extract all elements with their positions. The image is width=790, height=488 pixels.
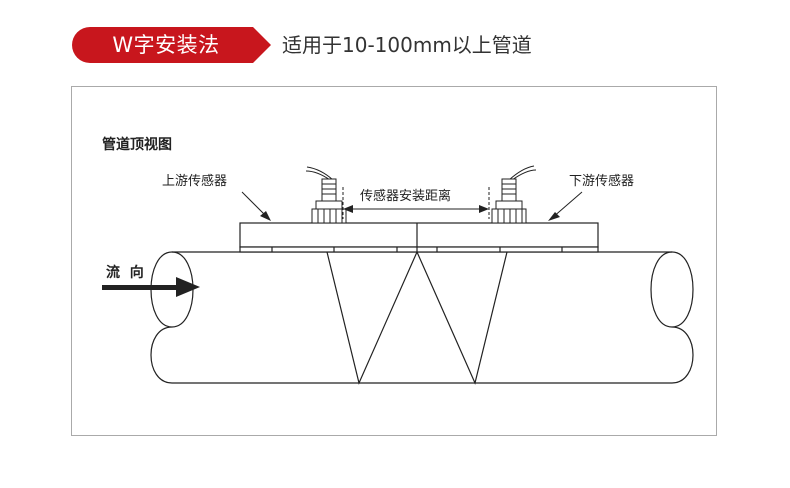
flow-arrow (102, 277, 200, 297)
upstream-sensor-label: 上游传感器 (162, 174, 228, 189)
pipe-right-end (650, 251, 673, 328)
header: W字安装法 适用于10-100mm以上管道 (0, 0, 790, 80)
downstream-sensor-label: 下游传感器 (569, 174, 635, 189)
subtitle: 适用于10-100mm以上管道 (282, 33, 532, 57)
diagram-panel: 管道顶视图 上游传感器 下游传感器 传感器安装距离 流 向 (71, 86, 717, 436)
diagram-title: 管道顶视图 (102, 137, 172, 153)
flow-direction-label: 流 向 (106, 265, 144, 281)
pipe-outline (150, 251, 694, 384)
distance-dimension (342, 187, 490, 219)
mounting-plate (239, 222, 599, 248)
badge-shape (72, 27, 271, 63)
downstream-sensor (491, 165, 537, 224)
pipe-diagram (102, 165, 694, 385)
plate-base (239, 246, 599, 253)
upstream-leader (241, 191, 271, 221)
downstream-leader (548, 191, 583, 221)
method-badge: W字安装法 (72, 27, 272, 63)
badge-title: W字安装法 (112, 33, 220, 57)
distance-label: 传感器安装距离 (358, 189, 454, 205)
w-sound-path (326, 250, 508, 385)
upstream-sensor (305, 166, 347, 224)
